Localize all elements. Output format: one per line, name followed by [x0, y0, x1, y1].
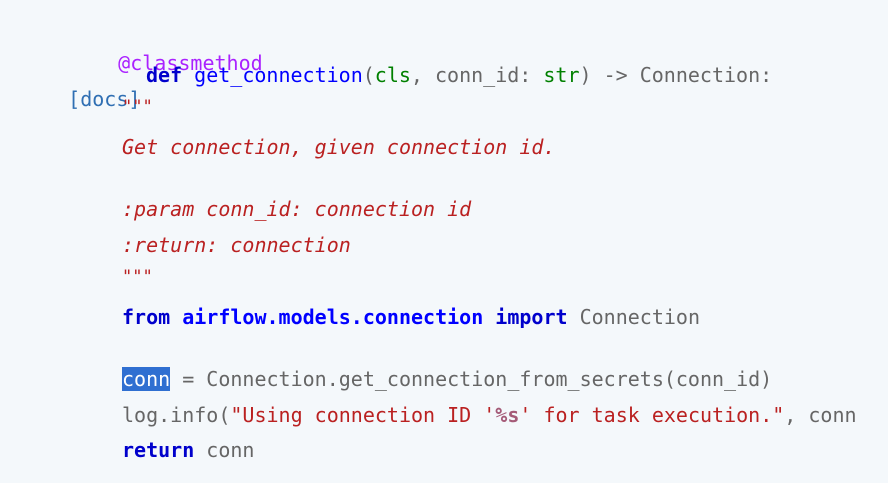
docstring-return: :return: connection [122, 233, 351, 257]
docstring-close: """ [122, 267, 153, 287]
def-keyword: def [146, 63, 183, 87]
param-separator: , [410, 63, 436, 87]
log-call: log.info( [122, 403, 231, 427]
module-name: airflow.models.connection [182, 305, 484, 329]
return-keyword: return [122, 438, 195, 462]
decorator-line: @classmethod [70, 27, 263, 99]
log-rest: , conn [784, 403, 857, 427]
signature-line: [docs] [20, 63, 140, 135]
docstring-open: """ [122, 97, 153, 117]
paren-open: ( [362, 63, 375, 87]
docstring-line-1: Get connection, given connection id. [122, 135, 556, 159]
import-name: Connection [579, 305, 701, 329]
selected-variable-conn[interactable]: conn [122, 367, 171, 391]
docstring-param: :param conn_id: connection id [122, 197, 472, 221]
param-cls: cls [374, 63, 411, 87]
docs-link[interactable]: [docs] [68, 87, 141, 111]
import-keyword: import [495, 305, 568, 329]
return-value: conn [206, 438, 255, 462]
signature-code: def get_connection(cls, conn_id: str) ->… [146, 63, 772, 87]
log-line: log.info("Using connection ID '%s' for t… [122, 403, 857, 427]
signature-end: ) -> Connection: [579, 63, 773, 87]
import-line: from airflow.models.connection import Co… [122, 305, 700, 329]
string-format-spec: %s [495, 403, 520, 427]
string-part-2: ' for task execution." [519, 403, 785, 427]
string-part-1: "Using connection ID ' [230, 403, 496, 427]
assign-line: conn = Connection.get_connection_from_se… [122, 367, 772, 391]
decorator: @classmethod [118, 51, 263, 75]
return-line: return conn [122, 438, 254, 462]
param-conn-id: conn_id: [435, 63, 544, 87]
type-str: str [543, 63, 580, 87]
function-name: get_connection [194, 63, 363, 87]
assign-rest: = Connection.get_connection_from_secrets… [170, 367, 773, 391]
from-keyword: from [122, 305, 171, 329]
